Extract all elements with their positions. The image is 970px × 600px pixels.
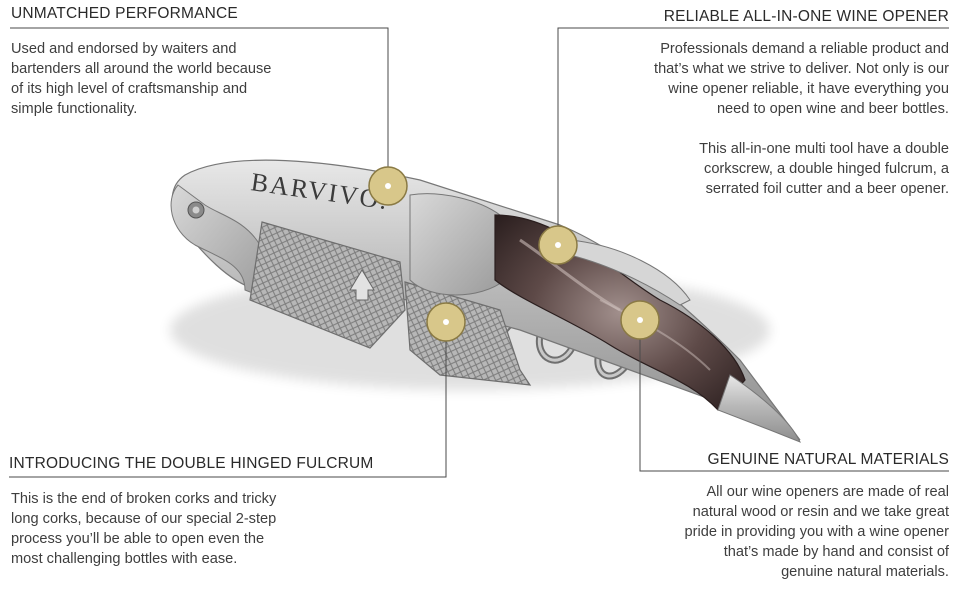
bolster bbox=[409, 193, 506, 296]
reliable-line: need to open wine and beer bottles. bbox=[716, 101, 949, 117]
reliable-line: that’s what we strive to deliver. Not on… bbox=[654, 61, 949, 77]
hotspot-reliable[interactable] bbox=[538, 225, 578, 265]
leader-line-fulcrum bbox=[9, 322, 447, 478]
reliable-line: serrated foil cutter and a beer opener. bbox=[705, 181, 949, 197]
leader-line-reliable bbox=[557, 27, 949, 245]
reliable-line: This all-in-one multi tool have a double bbox=[699, 141, 949, 157]
leader-line-materials bbox=[639, 320, 949, 472]
materials-line: natural wood or resin and we take great bbox=[692, 504, 949, 520]
hotspot-fulcrum[interactable] bbox=[426, 302, 466, 342]
fulcrum-description: This is the end of broken corks and tric… bbox=[11, 489, 311, 569]
reliable-line: Professionals demand a reliable product … bbox=[660, 41, 949, 57]
materials-line: All our wine openers are made of real bbox=[706, 484, 949, 500]
materials-description: All our wine openers are made of real na… bbox=[649, 482, 949, 582]
resin-swirl bbox=[519, 238, 621, 312]
materials-line: pride in providing you with a wine opene… bbox=[684, 524, 949, 540]
materials-line: that’s made by hand and consist of bbox=[723, 544, 949, 560]
hinge-step-one bbox=[249, 221, 406, 349]
reliable-line: corkscrew, a double hinged fulcrum, a bbox=[704, 161, 949, 177]
reliable-description-2: This all-in-one multi tool have a double… bbox=[649, 139, 949, 199]
rivet-center bbox=[192, 206, 200, 214]
performance-line: bartenders all around the world because bbox=[11, 61, 272, 77]
reliable-line: wine opener reliable, it have everything… bbox=[668, 81, 949, 97]
performance-line: Used and endorsed by waiters and bbox=[11, 41, 237, 57]
fulcrum-line: long corks, because of our special 2-ste… bbox=[11, 511, 277, 527]
fulcrum-line: process you’ll be able to open even the bbox=[11, 531, 265, 547]
arrow-emboss-icon bbox=[349, 269, 375, 301]
steel-tip bbox=[717, 374, 801, 443]
performance-line: of its high level of craftsmanship and bbox=[11, 81, 248, 97]
leader-line-performance bbox=[10, 27, 389, 186]
hotspot-performance[interactable] bbox=[368, 166, 408, 206]
fulcrum-heading: INTRODUCING THE DOUBLE HINGED FULCRUM bbox=[9, 455, 374, 472]
performance-line: simple functionality. bbox=[11, 101, 138, 117]
performance-heading: UNMATCHED PERFORMANCE bbox=[11, 5, 238, 22]
materials-heading: GENUINE NATURAL MATERIALS bbox=[707, 451, 949, 468]
materials-line: genuine natural materials. bbox=[781, 564, 949, 580]
hotspot-materials[interactable] bbox=[620, 300, 660, 340]
fulcrum-line: most challenging bottles with ease. bbox=[11, 551, 238, 567]
performance-description: Used and endorsed by waiters and bartend… bbox=[11, 39, 311, 119]
fulcrum-line: This is the end of broken corks and tric… bbox=[11, 491, 277, 507]
reliable-heading: RELIABLE ALL-IN-ONE WINE OPENER bbox=[663, 8, 949, 25]
resin-swirl-2 bbox=[599, 299, 711, 371]
foil-cutter bbox=[569, 239, 691, 306]
reliable-description: Professionals demand a reliable product … bbox=[619, 39, 949, 119]
